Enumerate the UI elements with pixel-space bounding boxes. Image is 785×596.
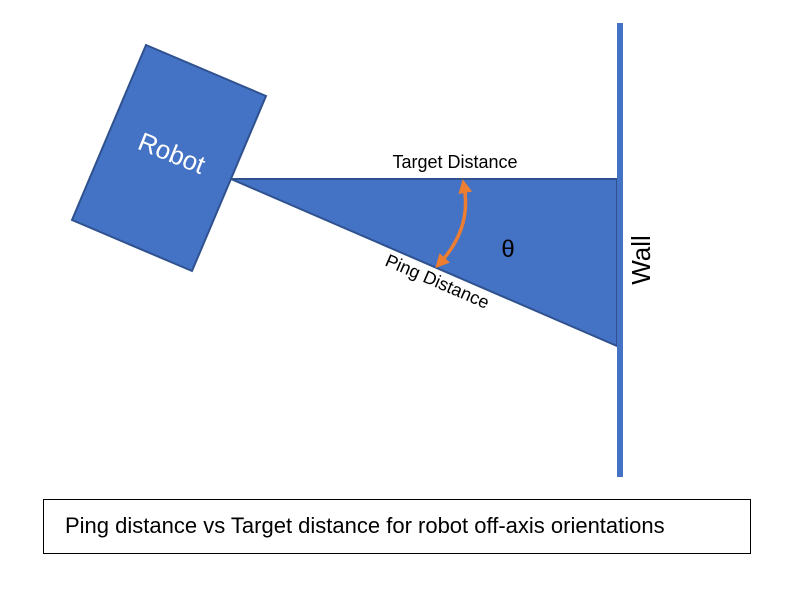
robot-body [70, 43, 268, 273]
distance-triangle [230, 178, 618, 348]
target-distance-label: Target Distance [392, 152, 517, 172]
wall-label: Wall [626, 235, 656, 285]
caption-text: Ping distance vs Target distance for rob… [65, 513, 665, 538]
double-headed-curved-arrow-icon [435, 179, 473, 269]
angle-label: θ [501, 236, 514, 263]
caption-box: Ping distance vs Target distance for rob… [43, 499, 751, 554]
